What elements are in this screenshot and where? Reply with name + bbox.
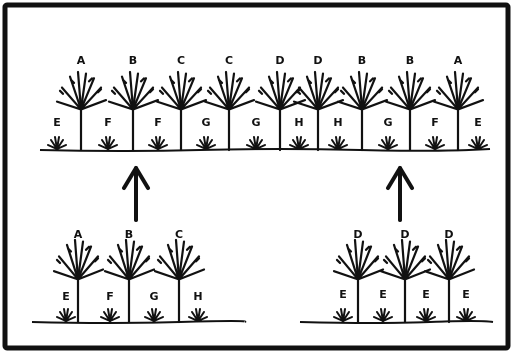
plant-label: A — [454, 54, 463, 67]
shrub-icon — [373, 308, 393, 322]
plant-label: C — [225, 54, 233, 67]
plant-label: B — [125, 228, 133, 241]
shrub-icon — [468, 136, 488, 150]
shrub-icon — [246, 136, 266, 150]
tree-icon — [55, 70, 108, 152]
shrub-icon — [100, 308, 120, 322]
plant-label: E — [339, 288, 347, 301]
tree-icon — [52, 238, 105, 324]
plant-label: F — [154, 116, 162, 129]
shrub-icon — [425, 136, 445, 150]
plant-label: F — [106, 290, 114, 303]
plant-label: E — [53, 116, 61, 129]
shrub-icon — [196, 136, 216, 150]
plant-label: H — [294, 116, 303, 129]
shrub-icon — [56, 308, 76, 322]
shrub-icon — [47, 136, 67, 150]
plant-label: D — [400, 228, 409, 241]
tree-icon — [384, 70, 437, 152]
plant-label: A — [77, 54, 86, 67]
main-ground-line — [39, 148, 491, 152]
plant-label: G — [201, 116, 210, 129]
up-arrow-icon — [122, 166, 150, 222]
tree-icon — [103, 238, 156, 324]
plant-label: A — [74, 228, 83, 241]
tree-icon — [153, 238, 206, 324]
up-arrow-icon — [386, 166, 414, 222]
plant-label: B — [358, 54, 366, 67]
plant-label: E — [62, 290, 70, 303]
shrub-icon — [456, 308, 476, 322]
shrub-icon — [289, 136, 309, 150]
shrub-icon — [98, 136, 118, 150]
right-ground-line — [299, 320, 494, 324]
plant-label: F — [431, 116, 439, 129]
plant-label: E — [422, 288, 430, 301]
plant-label: D — [353, 228, 362, 241]
plant-label: E — [474, 116, 482, 129]
plant-label: D — [444, 228, 453, 241]
plant-label: B — [129, 54, 137, 67]
plant-label: F — [104, 116, 112, 129]
plant-label: H — [193, 290, 202, 303]
plant-label: C — [175, 228, 183, 241]
left-ground-line — [31, 320, 247, 324]
plant-label: D — [275, 54, 284, 67]
plants-layer — [47, 70, 488, 324]
shrub-icon — [378, 136, 398, 150]
plant-label: C — [177, 54, 185, 67]
plant-label: H — [333, 116, 342, 129]
plant-label: B — [406, 54, 414, 67]
tree-icon — [432, 70, 485, 152]
labels-layer: A B C C D D B B A E F F G G H H G F E A B C E F G H D D D E E E E — [53, 54, 482, 303]
shrub-icon — [416, 308, 436, 322]
plant-label: G — [251, 116, 260, 129]
plant-label: D — [313, 54, 322, 67]
tree-icon — [203, 70, 256, 152]
tree-icon — [155, 70, 208, 152]
shrub-icon — [328, 136, 348, 150]
tree-icon — [336, 70, 389, 152]
tree-icon — [423, 238, 476, 324]
shrub-icon — [333, 308, 353, 322]
shrub-icon — [188, 308, 208, 322]
tree-icon — [254, 70, 307, 152]
plant-label: E — [462, 288, 470, 301]
plant-label: E — [379, 288, 387, 301]
tree-icon — [107, 70, 160, 152]
shrub-icon — [144, 308, 164, 322]
shrub-icon — [148, 136, 168, 150]
tree-icon — [379, 238, 432, 324]
plant-label: G — [383, 116, 392, 129]
plant-label: G — [149, 290, 158, 303]
tree-icon — [292, 70, 345, 152]
